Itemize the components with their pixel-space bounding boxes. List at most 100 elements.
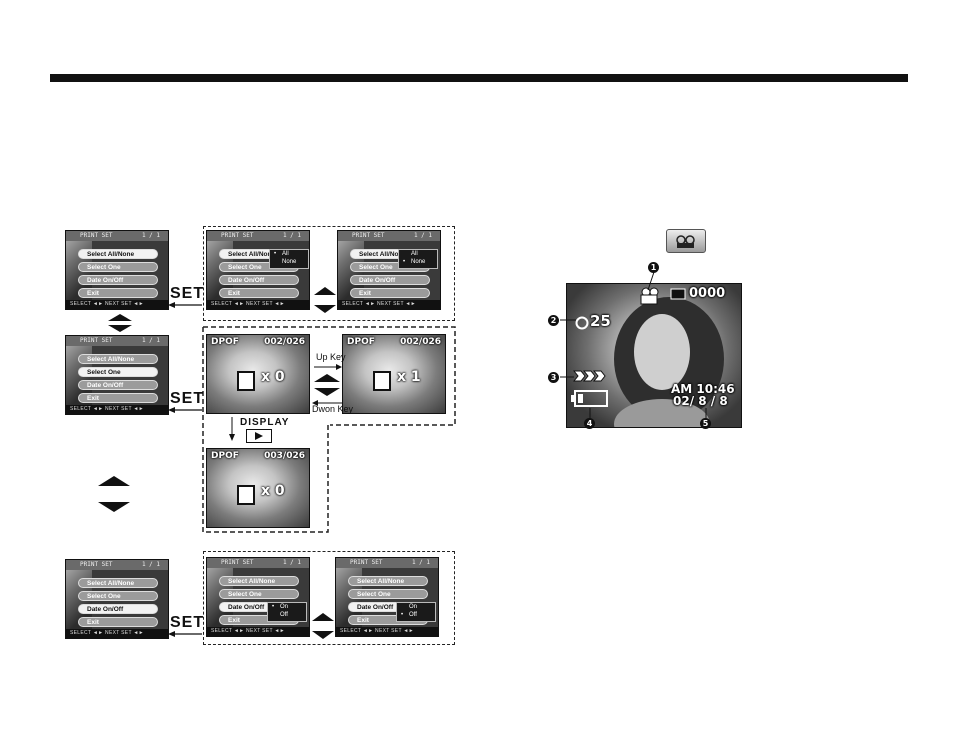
- dpof-counter: 002/026: [264, 337, 305, 347]
- arrow-down-icon: [227, 417, 237, 441]
- popup-option[interactable]: Off: [397, 611, 435, 619]
- menu-item[interactable]: Date On/Off: [78, 380, 158, 390]
- dpof-counter: 002/026: [400, 337, 441, 347]
- dpof-counter: 003/026: [264, 451, 305, 461]
- header-left: PRINT SET: [221, 559, 254, 566]
- popup-option[interactable]: None: [399, 258, 437, 266]
- menu-item[interactable]: Select All/None: [219, 576, 299, 586]
- menu-item[interactable]: Exit: [78, 393, 158, 403]
- down-arrow-icon: [106, 312, 134, 334]
- menu-item[interactable]: Select All/None: [348, 576, 428, 586]
- video-camera-icon: [667, 230, 705, 252]
- callout-4: 4: [584, 418, 595, 429]
- screen-footer: SELECT ◄► NEXT SET ◄►: [336, 627, 438, 636]
- header-right: 1 / 1: [283, 558, 301, 568]
- header-left: PRINT SET: [352, 232, 385, 239]
- menu-item[interactable]: Select All/None: [78, 249, 158, 259]
- up-down-arrows-icon: [96, 474, 132, 514]
- dpof-screen-next: DPOF 003/026 x 0: [206, 448, 310, 528]
- screen-header: PRINT SET 1 / 1: [66, 336, 168, 346]
- down-key-label: Dwon Key: [312, 404, 353, 414]
- popup-on-off: On Off: [396, 602, 436, 622]
- screen-footer: SELECT ◄► NEXT SET ◄►: [207, 300, 309, 309]
- header-right: 1 / 1: [412, 558, 430, 568]
- callout-lines: [540, 260, 740, 430]
- display-label: DISPLAY: [240, 417, 289, 428]
- print-icon: [373, 371, 391, 391]
- menu-item[interactable]: Select All/None: [78, 354, 158, 364]
- dpof-quantity: x 0: [261, 369, 285, 385]
- dpof-title: DPOF: [347, 337, 375, 347]
- screen-header: PRINT SET 1 / 1: [66, 231, 168, 241]
- popup-option[interactable]: On: [397, 603, 435, 611]
- menu-screen-r3-right: PRINT SET 1 / 1 Select All/None Select On…: [335, 557, 439, 637]
- menu-screen-r1-left: PRINT SET 1 / 1 Select All/None Select On…: [65, 230, 169, 310]
- header-right: 1 / 1: [283, 231, 301, 241]
- screen-header: PRINT SET 1 / 1: [207, 558, 309, 568]
- screen-footer: SELECT ◄► NEXT SET ◄►: [66, 300, 168, 309]
- menu-item[interactable]: Select One: [78, 367, 158, 377]
- print-icon: [237, 485, 255, 505]
- up-down-arrows-icon: [312, 285, 338, 315]
- menu-screen-r3-mid: PRINT SET 1 / 1 Select All/None Select On…: [206, 557, 310, 637]
- header-left: PRINT SET: [80, 232, 113, 239]
- up-down-arrows-icon: [310, 611, 336, 641]
- menu-item[interactable]: Exit: [350, 288, 430, 298]
- play-button-icon: [246, 429, 272, 443]
- menu-item[interactable]: Date On/Off: [78, 275, 158, 285]
- dpof-screen-qty1: DPOF 002/026 x 1: [342, 334, 446, 414]
- menu-screen-r1-right: PRINT SET1 / 1 Select All/None Select On…: [337, 230, 441, 310]
- menu-item[interactable]: Date On/Off: [219, 275, 299, 285]
- callout-3: 3: [548, 372, 559, 383]
- callout-2: 2: [548, 315, 559, 326]
- dpof-quantity: x 1: [397, 369, 421, 385]
- menu-item[interactable]: Exit: [78, 617, 158, 627]
- header-left: PRINT SET: [221, 232, 254, 239]
- menu-item[interactable]: Date On/Off: [78, 604, 158, 614]
- menu-screen-r2: PRINT SET 1 / 1 Select All/None Select On…: [65, 335, 169, 415]
- screen-footer: SELECT ◄► NEXT SET ◄►: [66, 629, 168, 638]
- popup-on-off: On Off: [267, 602, 307, 622]
- menu-item[interactable]: Select One: [78, 591, 158, 601]
- menu-item[interactable]: Select All/None: [78, 578, 158, 588]
- header-left: PRINT SET: [350, 559, 383, 566]
- popup-option[interactable]: None: [270, 258, 308, 266]
- popup-option[interactable]: All: [399, 250, 437, 258]
- menu-item[interactable]: Date On/Off: [350, 275, 430, 285]
- popup-all-none: All None: [269, 249, 309, 269]
- menu-item[interactable]: Select One: [348, 589, 428, 599]
- popup-option[interactable]: All: [270, 250, 308, 258]
- header-left: PRINT SET: [80, 561, 113, 568]
- dpof-title: DPOF: [211, 337, 239, 347]
- header-right: 1 / 1: [142, 231, 160, 241]
- header-left: PRINT SET: [80, 337, 113, 344]
- menu-item[interactable]: Exit: [78, 288, 158, 298]
- popup-all-none: All None: [398, 249, 438, 269]
- callout-1: 1: [648, 262, 659, 273]
- menu-item[interactable]: Exit: [219, 288, 299, 298]
- video-mode-button[interactable]: [666, 229, 706, 253]
- menu-item[interactable]: Select One: [219, 589, 299, 599]
- screen-header: PRINT SET 1 / 1: [207, 231, 309, 241]
- dpof-title: DPOF: [211, 451, 239, 461]
- arrow-left-icon: [168, 301, 202, 309]
- header-right: 1 / 1: [142, 336, 160, 346]
- popup-option[interactable]: Off: [268, 611, 306, 619]
- screen-footer: SELECT ◄► NEXT SET ◄►: [66, 405, 168, 414]
- up-key-label: Up Key: [316, 352, 346, 362]
- popup-option[interactable]: On: [268, 603, 306, 611]
- arrow-left-icon: [168, 630, 202, 638]
- screen-footer: SELECT ◄► NEXT SET ◄►: [338, 300, 440, 309]
- screen-header: PRINT SET 1 / 1: [336, 558, 438, 568]
- menu-screen-r3-left: PRINT SET 1 / 1 Select All/None Select On…: [65, 559, 169, 639]
- callout-5: 5: [700, 418, 711, 429]
- dpof-quantity: x 0: [261, 483, 285, 499]
- menu-item[interactable]: Select One: [78, 262, 158, 272]
- print-icon: [237, 371, 255, 391]
- screen-footer: SELECT ◄► NEXT SET ◄►: [207, 627, 309, 636]
- up-key-arrows-icon: [312, 363, 342, 403]
- screen-header: PRINT SET 1 / 1: [66, 560, 168, 570]
- header-right: 1 / 1: [142, 560, 160, 570]
- dpof-screen-qty0: DPOF 002/026 x 0: [206, 334, 310, 414]
